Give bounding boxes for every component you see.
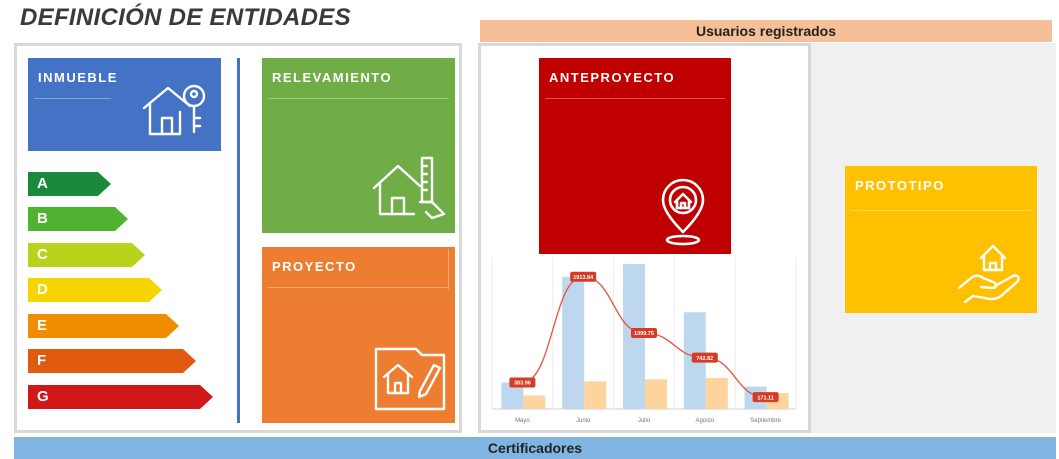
x-tick-label: Agosto	[695, 418, 714, 424]
data-label: 1913.84	[573, 275, 594, 281]
inmueble-tile[interactable]: INMUEBLE	[28, 58, 221, 151]
house-blueprint-icon	[374, 347, 446, 411]
bar	[645, 379, 667, 409]
proyecto-divider	[268, 287, 449, 288]
energy-rating-label: A	[37, 175, 48, 192]
rating-arrow-icon	[28, 172, 111, 196]
bar	[562, 276, 585, 409]
data-label-box	[570, 271, 597, 282]
energy-rating-a: A	[28, 172, 113, 196]
prototipo-label: PROTOTIPO	[855, 178, 945, 193]
data-label: 171.11	[757, 395, 774, 401]
data-label: 1099.75	[634, 331, 654, 337]
bar	[705, 377, 728, 409]
data-label: 383.96	[514, 381, 531, 387]
x-tick-label: Julio	[638, 418, 651, 424]
certificadores-band: Certificadores	[14, 437, 1056, 459]
energy-rating-label: E	[37, 317, 48, 334]
anteproyecto-tile[interactable]: ANTEPROYECTO	[539, 58, 731, 254]
rating-arrow-icon	[28, 314, 179, 338]
data-label-box	[631, 328, 657, 339]
data-label: 742.82	[696, 356, 713, 362]
x-tick-label: Junio	[576, 418, 591, 424]
energy-rating-label: F	[37, 352, 47, 369]
x-tick-label: Septiembre	[750, 418, 781, 424]
proyecto-tile[interactable]: PROYECTO	[262, 247, 455, 423]
vertical-divider	[237, 58, 240, 423]
house-measure-icon	[372, 156, 446, 220]
house-location-pin-icon	[661, 178, 705, 246]
energy-rating-b: B	[28, 207, 130, 231]
usuarios-registrados-label: Usuarios registrados	[695, 23, 837, 39]
certificadores-label: Certificadores	[487, 440, 583, 456]
rating-arrow-icon	[28, 207, 128, 231]
bar	[501, 382, 524, 409]
prototipo-divider	[851, 210, 1031, 211]
data-label-box	[752, 392, 779, 403]
inmueble-divider	[34, 98, 111, 99]
usuarios-chart: Mayo Junio Julio Agosto Septiembre 383.96 1913…	[491, 257, 797, 424]
energy-rating-e: E	[28, 314, 181, 338]
rating-arrow-icon	[28, 278, 162, 302]
rating-arrow-icon	[28, 349, 196, 373]
bar	[584, 381, 607, 409]
x-tick-label: Mayo	[515, 418, 530, 424]
relevamiento-label: RELEVAMIENTO	[272, 70, 393, 85]
rating-arrow-icon	[28, 243, 145, 267]
proyecto-label: PROYECTO	[272, 259, 357, 274]
relevamiento-divider	[268, 98, 449, 99]
energy-rating-d: D	[28, 278, 164, 302]
usuarios-registrados-band: Usuarios registrados	[480, 20, 1052, 42]
data-label-box	[509, 377, 536, 388]
anteproyecto-label: ANTEPROYECTO	[549, 70, 676, 85]
bar	[523, 395, 546, 409]
inmueble-label: INMUEBLE	[38, 70, 118, 85]
house-key-icon	[142, 84, 206, 136]
relevamiento-tile[interactable]: RELEVAMIENTO	[262, 58, 455, 233]
energy-rating-f: F	[28, 349, 198, 373]
house-hand-icon	[957, 244, 1020, 304]
energy-rating-label: D	[37, 281, 48, 298]
energy-rating-g: G	[28, 385, 215, 409]
data-label-box	[691, 352, 718, 363]
anteproyecto-divider	[545, 98, 725, 99]
prototipo-tile[interactable]: PROTOTIPO	[845, 166, 1037, 313]
energy-rating-label: G	[37, 388, 49, 405]
page-title: DEFINICIÓN DE ENTIDADES	[20, 4, 351, 31]
energy-rating-c: C	[28, 243, 147, 267]
energy-rating-label: B	[37, 210, 48, 227]
energy-rating-label: C	[37, 246, 48, 263]
rating-arrow-icon	[28, 385, 213, 409]
proyecto-corner-line	[448, 249, 449, 289]
